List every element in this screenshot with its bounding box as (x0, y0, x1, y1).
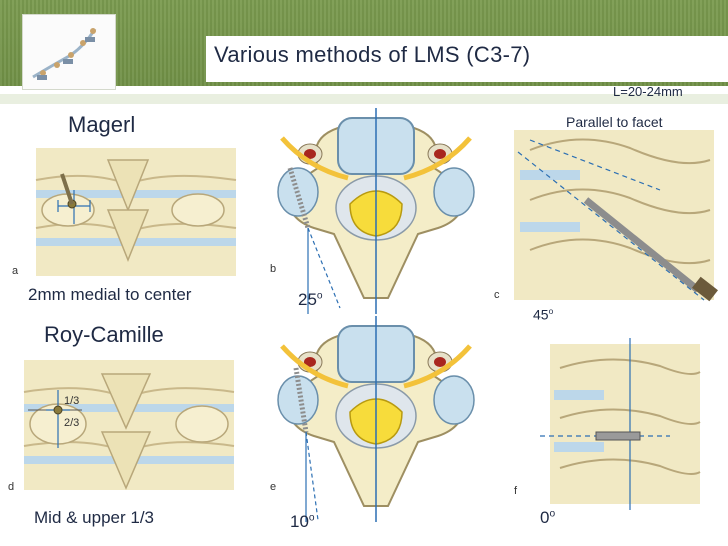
svg-text:b: b (270, 263, 276, 275)
svg-text:c: c (494, 289, 500, 301)
method-name-roy-camille: Roy-Camille (44, 322, 164, 347)
magerl-lateral-figure: c (494, 130, 718, 302)
roy-camille-posterior-figure: 1/3 2/3 d (8, 360, 235, 493)
logo-thumbnail (22, 14, 116, 90)
roy-camille-axial-figure: e (270, 316, 475, 522)
magerl-axial-angle: 25o (298, 290, 323, 309)
roy-camille-lateral-figure: f (514, 338, 701, 510)
magerl-axial-figure: b (270, 108, 475, 314)
svg-text:f: f (514, 485, 518, 497)
magerl-description: 2mm medial to center (28, 285, 192, 304)
magerl-sagittal-angle: 45o (533, 306, 554, 323)
magerl-posterior-figure: a (8, 140, 248, 280)
screw-length-note: L=20-24mm (613, 84, 683, 99)
sagittal-note: Parallel to facet (566, 114, 663, 130)
roy-camille-axial-angle: 10o (290, 512, 315, 531)
slide-title: Various methods of LMS (C3-7) (214, 42, 531, 67)
method-name-magerl: Magerl (68, 112, 136, 137)
svg-text:1/3: 1/3 (64, 395, 79, 407)
roy-camille-description: Mid & upper 1/3 (34, 508, 155, 527)
svg-text:a: a (12, 265, 19, 277)
svg-text:2/3: 2/3 (64, 417, 79, 429)
svg-text:e: e (270, 481, 276, 493)
roy-camille-sagittal-angle: 0o (540, 508, 556, 527)
svg-text:d: d (8, 481, 14, 493)
